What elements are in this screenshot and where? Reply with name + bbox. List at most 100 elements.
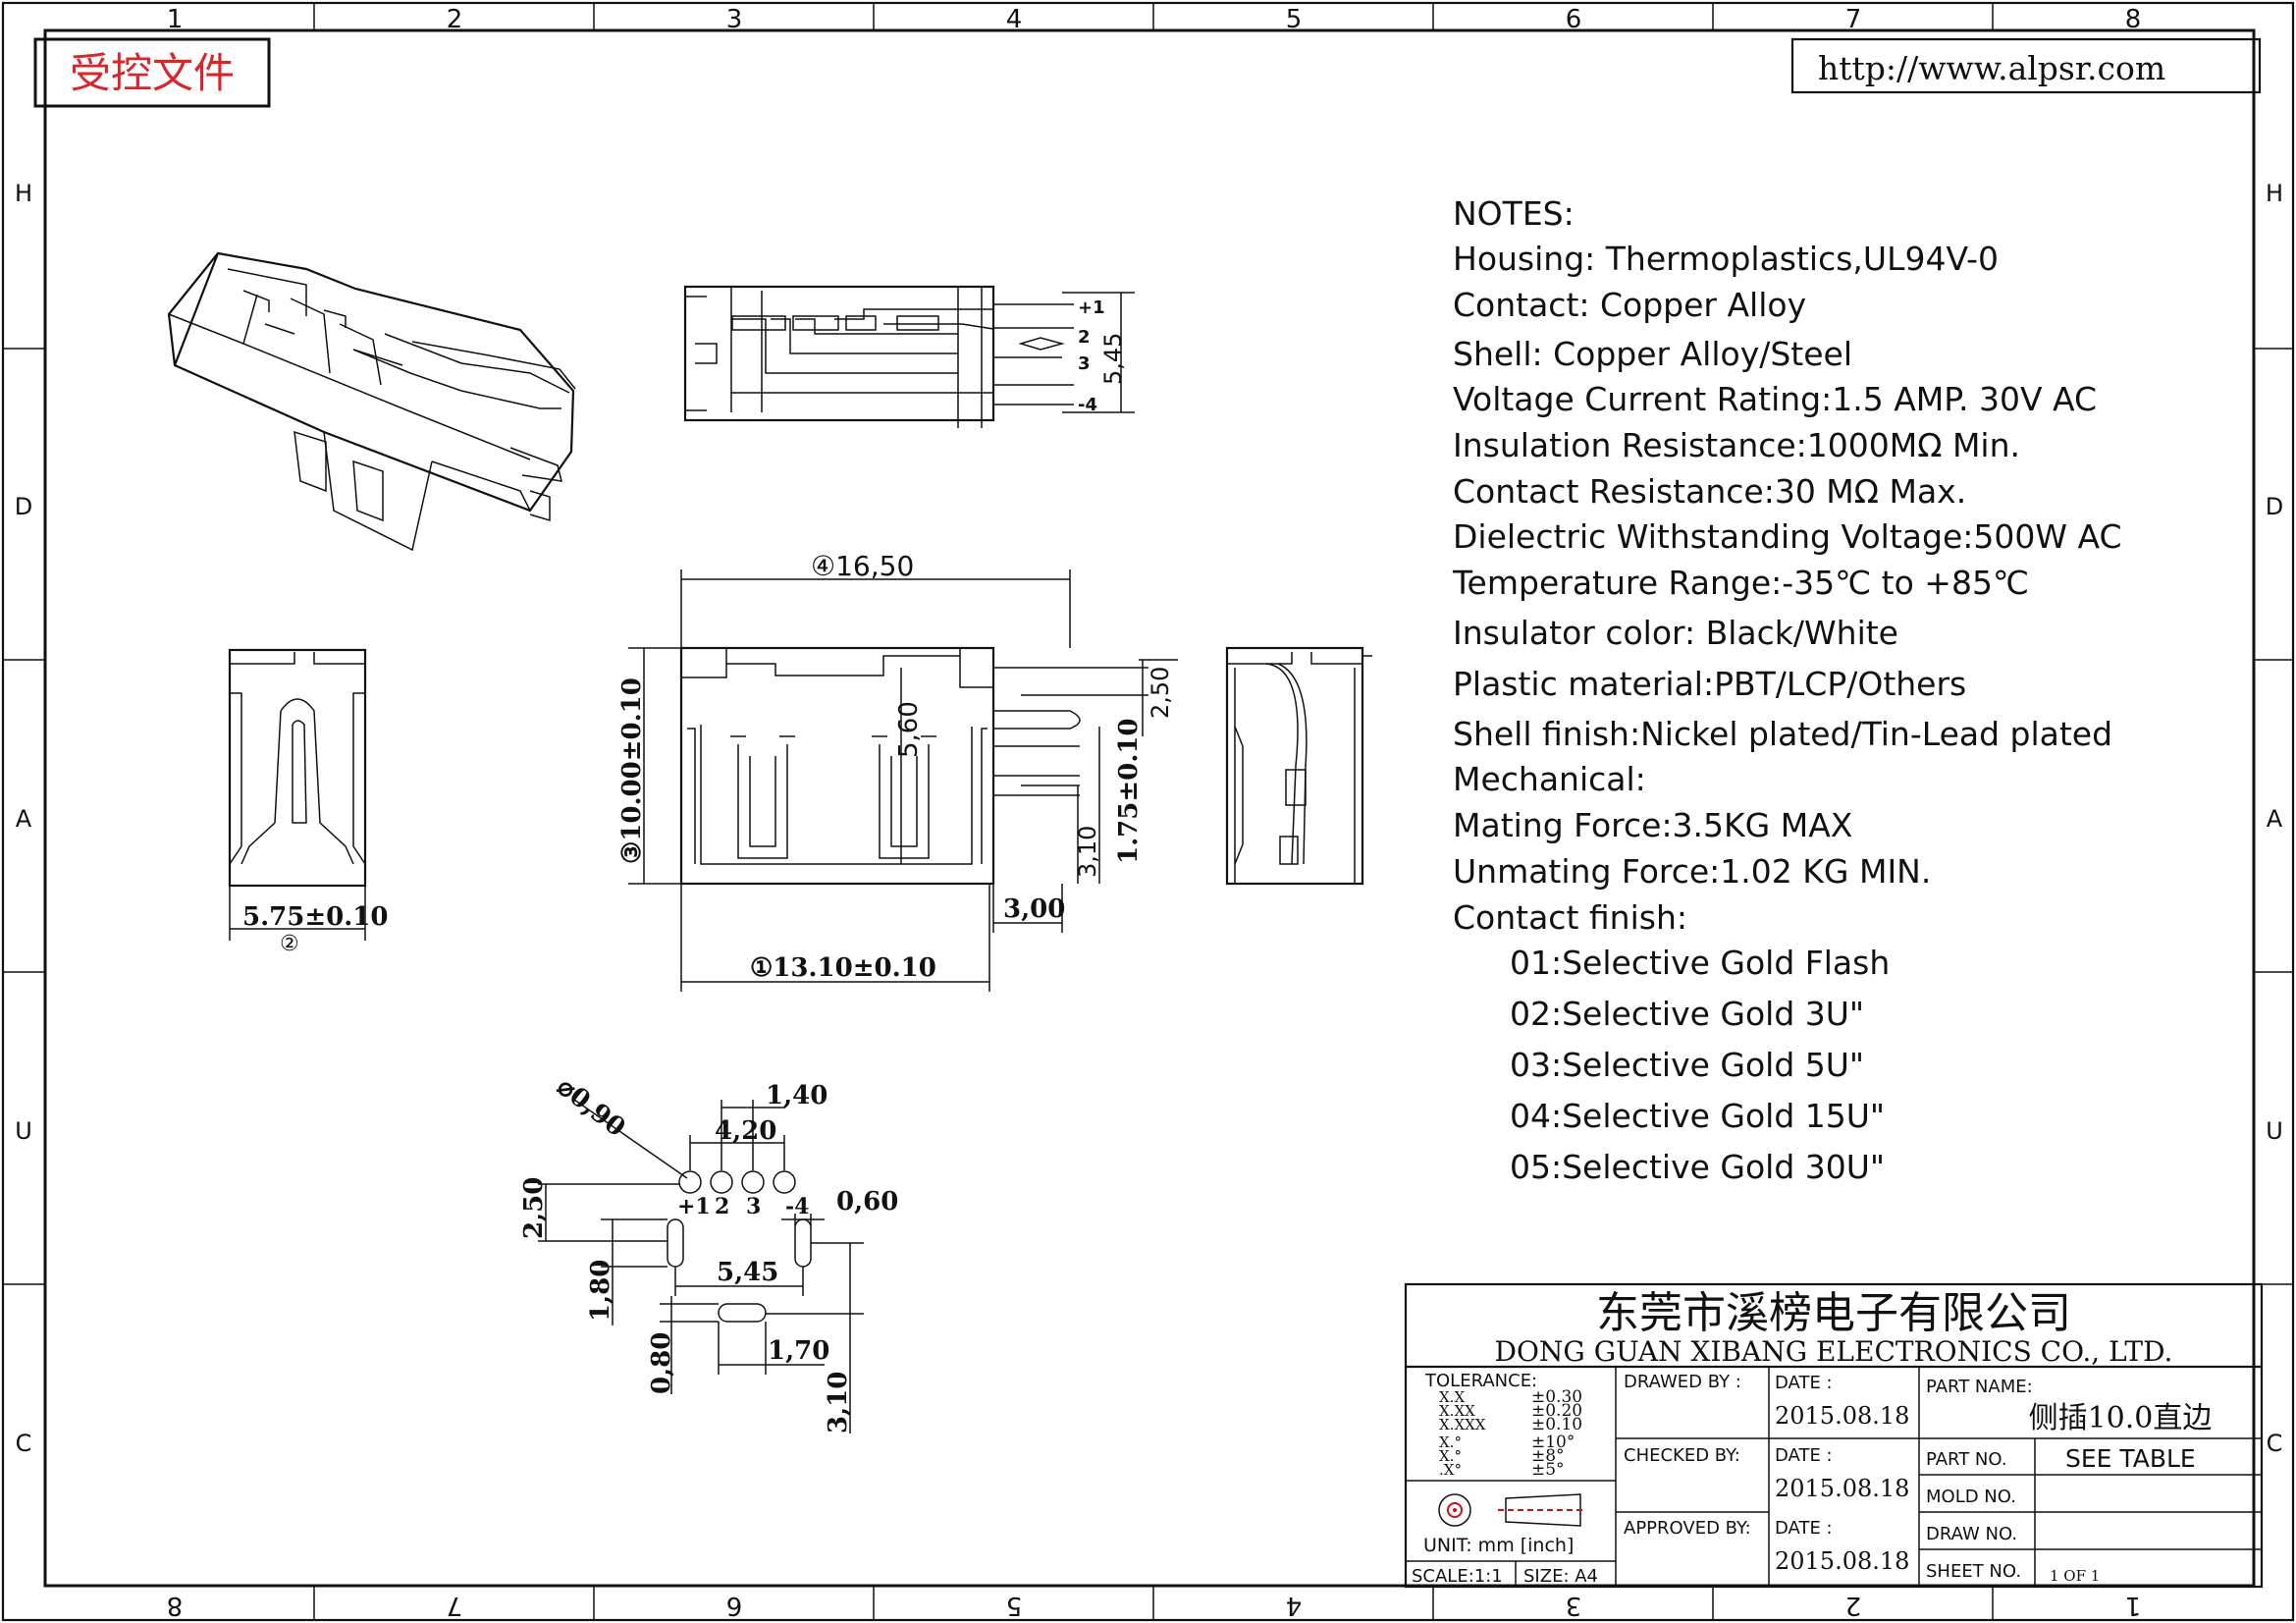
note-line: Shell: Copper Alloy/Steel: [1453, 335, 1852, 373]
dim-front-depth: ①13.10±0.10: [750, 953, 936, 983]
fp-pin-label: +1: [677, 1194, 711, 1219]
grid-col-label: 7: [447, 1591, 463, 1620]
part-name-label: PART NAME:: [1926, 1377, 2033, 1397]
top-pin-label: -4: [1078, 395, 1097, 415]
dim-fp-total: 3,10: [824, 1372, 853, 1434]
tol-key: X.X: [1439, 1388, 1465, 1406]
note-line: Insulation Resistance:1000MΩ Min.: [1453, 426, 2020, 464]
grid-labels-top: 1 2 3 4 5 6 7 8: [167, 5, 2142, 34]
notes-heading: NOTES:: [1453, 194, 1575, 233]
tol-key: X.°: [1439, 1447, 1462, 1465]
grid-row-label: D: [2266, 493, 2283, 520]
title-block: 东莞市溪榜电子有限公司 DONG GUAN XIBANG ELECTRONICS…: [1404, 1282, 2264, 1589]
controlled-document-stamp: 受控文件: [33, 37, 271, 108]
top-pin-label: 2: [1078, 327, 1091, 348]
tolerance-label: TOLERANCE:: [1424, 1371, 1537, 1391]
dim-fp-row: 2,50: [519, 1177, 549, 1239]
notes-block: NOTES: Housing: Thermoplastics,UL94V-0 C…: [1452, 194, 2122, 1186]
tol-val: ±5°: [1531, 1460, 1565, 1480]
note-line: Shell finish:Nickel plated/Tin-Lead plat…: [1453, 715, 2112, 753]
note-line: Mating Force:3.5KG MAX: [1453, 806, 1852, 844]
unit-label: UNIT: mm [inch]: [1423, 1535, 1574, 1556]
part-no-label: PART NO.: [1926, 1449, 2007, 1470]
dim-fp-slot-w: 0,60: [836, 1187, 898, 1217]
company-name-cn: 东莞市溪榜电子有限公司: [1596, 1288, 2071, 1338]
grid-row-label: C: [16, 1430, 32, 1457]
note-line: Dielectric Withstanding Voltage:500W AC: [1453, 517, 2122, 556]
grid-labels-bottom: 8 7 6 5 4 3 2 1: [167, 1591, 2142, 1620]
finish-line: 02:Selective Gold 3U": [1510, 995, 1864, 1033]
grid-row-label: U: [15, 1117, 32, 1145]
grid-col-label: 3: [726, 5, 743, 34]
note-line: Contact: Copper Alloy: [1453, 286, 1806, 324]
tol-val: ±0.10: [1531, 1415, 1582, 1434]
grid-labels-sides: H D A U C H D A U C: [15, 180, 2283, 1457]
part-no-value: SEE TABLE: [2065, 1444, 2196, 1473]
dim-fp-pitch: 1,40: [766, 1081, 828, 1110]
dim-left-width: 5.75±0.10: [242, 902, 388, 932]
dim-fp-span: 4,20: [715, 1116, 776, 1146]
date-label: DATE :: [1775, 1445, 1833, 1466]
top-pin-label: +1: [1078, 298, 1105, 318]
tol-key: .X°: [1439, 1461, 1462, 1479]
dim-fp-slot-pitch: 5,45: [717, 1258, 778, 1287]
checked-by-label: CHECKED BY:: [1624, 1445, 1740, 1466]
grid-row-label: A: [2267, 805, 2283, 833]
tol-val: ±0.20: [1531, 1401, 1582, 1421]
top-pin-label: 3: [1078, 353, 1091, 374]
note-line: Contact finish:: [1453, 898, 1687, 937]
dim-pin-h3: 1.75±0.10: [1114, 719, 1144, 864]
url-box[interactable]: http://www.alpsr.com: [1790, 37, 2262, 94]
fp-pin-label: 2: [715, 1194, 729, 1219]
note-line: Mechanical:: [1453, 760, 1646, 798]
isometric-view: [167, 251, 576, 552]
note-line: Voltage Current Rating:1.5 AMP. 30V AC: [1453, 380, 2097, 418]
dim-fp-oval-w: 1,70: [768, 1336, 829, 1366]
note-line: Temperature Range:-35℃ to +85℃: [1452, 564, 2029, 602]
sheet-no-value: 1 OF 1: [2050, 1567, 2100, 1585]
grid-col-label: 1: [2125, 1591, 2142, 1620]
date-value: 2015.08.18: [1775, 1547, 1909, 1575]
date-label: DATE :: [1775, 1373, 1833, 1393]
note-line: Insulator color: Black/White: [1453, 614, 1898, 652]
grid-col-label: 4: [1006, 5, 1023, 34]
grid-ticks: [3, 3, 2293, 1620]
part-name-value: 侧插10.0直边: [2029, 1401, 2213, 1435]
date-label: DATE :: [1775, 1518, 1833, 1539]
grid-col-label: 8: [2125, 5, 2142, 34]
pcb-footprint: +1 2 3 -4 ⌀0,90 1,40 4,20 2,50 0,60 5,45…: [519, 1072, 898, 1434]
dim-top-height: 5,45: [1099, 333, 1127, 385]
fp-pin-label: 3: [746, 1194, 761, 1219]
grid-col-label: 3: [1566, 1591, 1582, 1620]
tol-key: X.XXX: [1439, 1416, 1486, 1434]
grid-col-label: 5: [1286, 5, 1303, 34]
grid-row-label: H: [2266, 180, 2283, 207]
grid-row-label: U: [2266, 1117, 2283, 1145]
top-view: +1 2 3 -4 5,45: [683, 285, 1135, 428]
note-line: Housing: Thermoplastics,UL94V-0: [1453, 240, 1999, 278]
date-value: 2015.08.18: [1775, 1475, 1909, 1502]
grid-col-label: 6: [726, 1591, 743, 1620]
url-link[interactable]: http://www.alpsr.com: [1818, 49, 2165, 87]
tol-key: X.XX: [1439, 1402, 1475, 1420]
dim-fp-hole: ⌀0,90: [552, 1072, 631, 1143]
front-view: ④16,50 ③10.00±0.10 ①13.10±0.10 3,00 5,60…: [617, 550, 1178, 992]
grid-col-label: 8: [167, 1591, 184, 1620]
grid-col-label: 2: [1845, 1591, 1862, 1620]
finish-line: 03:Selective Gold 5U": [1510, 1046, 1864, 1084]
sheet-no-label: SHEET NO.: [1926, 1561, 2021, 1582]
grid-col-label: 6: [1566, 5, 1582, 34]
tol-val: ±8°: [1531, 1446, 1565, 1466]
grid-col-label: 4: [1286, 1591, 1303, 1620]
size-label: SIZE: A4: [1523, 1566, 1598, 1587]
drawn-by-label: DRAWED BY :: [1624, 1372, 1741, 1392]
note-line: Unmating Force:1.02 KG MIN.: [1453, 852, 1931, 891]
tol-val: ±10°: [1531, 1433, 1575, 1452]
mold-no-label: MOLD NO.: [1926, 1487, 2016, 1507]
dim-pin-h2: 2,50: [1147, 667, 1174, 719]
grid-col-label: 5: [1006, 1591, 1023, 1620]
note-line: Contact Resistance:30 MΩ Max.: [1453, 472, 1966, 511]
grid-row-label: D: [15, 493, 32, 520]
dim-fp-slot-h: 1,80: [586, 1260, 615, 1322]
